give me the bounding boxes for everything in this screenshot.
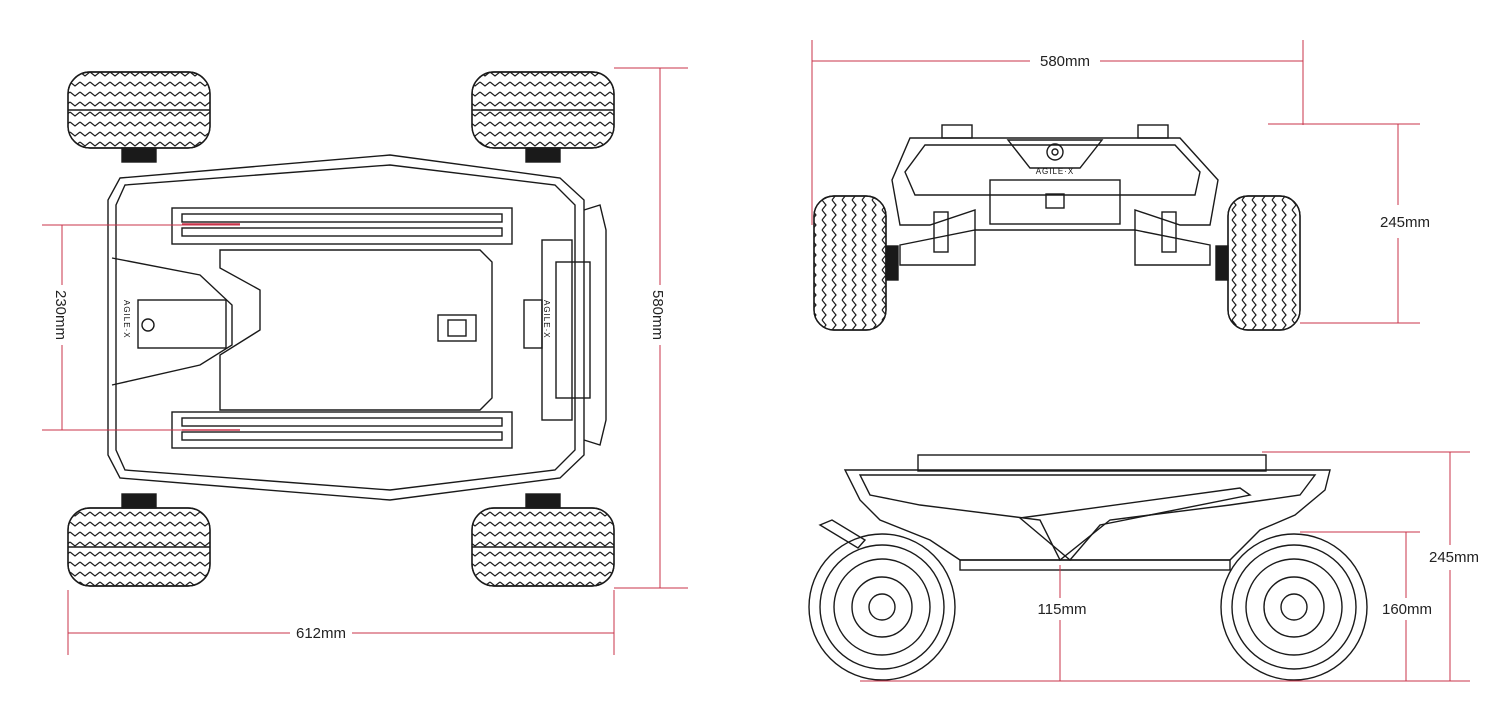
rail-upper [171, 207, 513, 245]
top-logo-text: AGILE·X [122, 300, 131, 339]
top-track-dimension: 230mm [52, 290, 69, 340]
side-height-dimension: 245mm [1429, 549, 1479, 566]
wheel-rear-right [471, 507, 615, 587]
top-width-dimension: 580mm [649, 290, 666, 340]
front-body [891, 137, 1219, 231]
side-wheel-rear [1220, 533, 1368, 681]
side-clearance-dimension: 115mm [1038, 601, 1087, 618]
front-dim-lines [811, 40, 1420, 324]
wheel-front-left [67, 71, 211, 149]
top-dim-lines [42, 67, 688, 655]
chassis-outline [107, 154, 585, 501]
top-plate [219, 249, 493, 411]
front-view [813, 124, 1301, 331]
side-wheel-front [808, 533, 956, 681]
side-dim-lines [860, 451, 1470, 682]
wheel-front-right [471, 71, 615, 149]
front-wheel-left [813, 195, 887, 331]
front-bumper [583, 204, 607, 446]
front-wheel-right [1227, 195, 1301, 331]
side-body [843, 469, 1331, 561]
top-bumper-logo-text: AGILE·X [542, 300, 551, 339]
side-wheel-dimension: 160mm [1382, 601, 1432, 618]
wheel-rear-left [67, 507, 211, 587]
side-view [808, 454, 1368, 681]
top-view [67, 71, 615, 587]
front-height-dimension: 245mm [1380, 214, 1430, 231]
front-width-dimension: 580mm [1040, 53, 1090, 70]
top-length-dimension: 612mm [296, 625, 346, 642]
front-logo-text: AGILE·X [1036, 167, 1075, 176]
